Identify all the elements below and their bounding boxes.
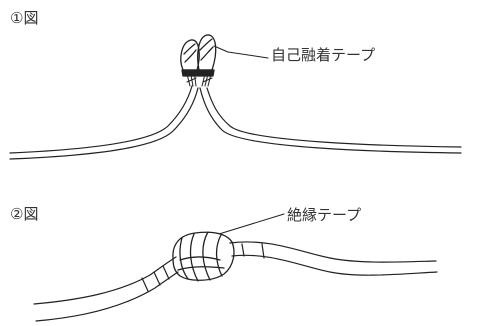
figure-1-drawing [9, 34, 462, 160]
insulation-tape-label: 絶縁テープ [287, 206, 362, 224]
insulation-tape-leader [218, 213, 285, 235]
left-cable-2 [33, 256, 179, 322]
figure-2-drawing [33, 213, 438, 322]
left-cable [9, 85, 199, 160]
right-cable [199, 87, 462, 154]
self-fusing-tape-leader [213, 45, 269, 59]
figure-1-title: ①図 [10, 9, 39, 27]
self-fusing-tape [180, 34, 217, 77]
insulation-tape [172, 231, 235, 282]
figure-2-title: ②図 [10, 205, 39, 223]
self-fusing-tape-label: 自己融着テープ [271, 46, 376, 64]
right-cable-2 [229, 241, 438, 276]
